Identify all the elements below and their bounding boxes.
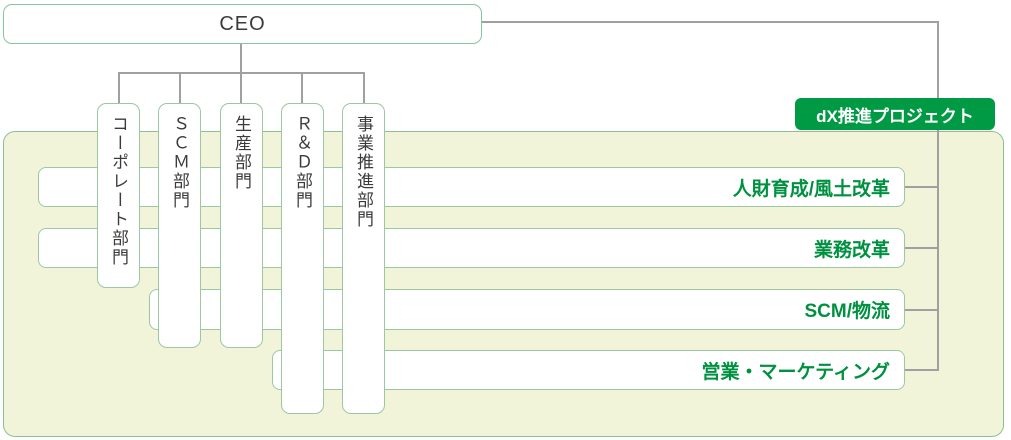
connector-project-trunk bbox=[937, 21, 939, 371]
department-label: ＳＣＭ部門 bbox=[170, 115, 189, 210]
workstream-label: 業務改革 bbox=[813, 239, 890, 261]
department-box-rnd: Ｒ＆Ｄ部門 bbox=[281, 103, 324, 414]
department-label: Ｒ＆Ｄ部門 bbox=[293, 115, 312, 210]
connector-stub-business-reform bbox=[905, 247, 938, 249]
department-box-production: 生産部門 bbox=[220, 103, 263, 348]
workstream-label: 人財育成/風土改革 bbox=[732, 178, 890, 200]
connector-stub-scm-logistics bbox=[905, 309, 938, 311]
department-label: 生産部門 bbox=[232, 115, 251, 191]
connector-drop-business-promotion bbox=[363, 72, 365, 103]
dx-project-header-label: dX推進プロジェクト bbox=[816, 106, 974, 126]
department-label: コーポレート部門 bbox=[109, 115, 128, 267]
connector-stub-sales-marketing bbox=[905, 369, 938, 371]
department-label: 事業推進部門 bbox=[354, 115, 373, 229]
connector-drop-corporate bbox=[118, 72, 120, 103]
connector-departments-spread bbox=[119, 72, 365, 74]
workstream-bar-scm-logistics: SCM/物流 bbox=[149, 289, 905, 330]
connector-ceo-stem bbox=[240, 42, 242, 73]
connector-drop-production bbox=[240, 72, 242, 103]
dx-project-header: dX推進プロジェクト bbox=[795, 98, 995, 130]
department-box-corporate: コーポレート部門 bbox=[97, 103, 140, 288]
ceo-box: CEO bbox=[3, 4, 482, 44]
connector-drop-scm bbox=[179, 72, 181, 103]
connector-drop-rnd bbox=[301, 72, 303, 103]
connector-stub-hr-culture bbox=[905, 186, 938, 188]
connector-ceo-to-project bbox=[482, 21, 938, 23]
workstream-label: 営業・マーケティング bbox=[701, 361, 890, 383]
workstream-label: SCM/物流 bbox=[804, 301, 890, 322]
department-box-scm: ＳＣＭ部門 bbox=[158, 103, 201, 348]
ceo-label: CEO bbox=[219, 12, 266, 35]
department-box-business-promotion: 事業推進部門 bbox=[342, 103, 385, 414]
